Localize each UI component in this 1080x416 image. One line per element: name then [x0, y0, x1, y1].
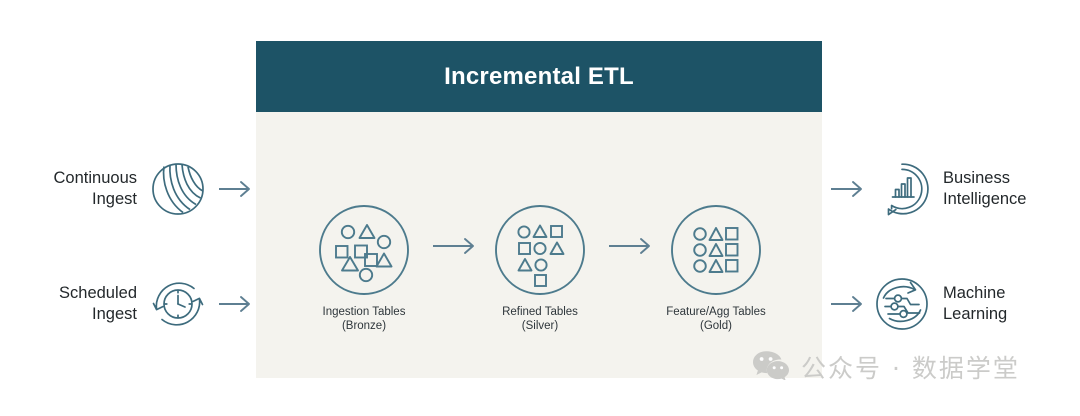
output-business-intelligence: Business Intelligence: [874, 161, 1026, 217]
stage-gold: Feature/Agg Tables (Gold): [641, 204, 791, 333]
arrow-etl-to-ml: [830, 295, 864, 318]
clock-refresh-icon: [150, 276, 206, 332]
wechat-icon: [752, 350, 790, 385]
output-label-business-intelligence: Business Intelligence: [943, 169, 1027, 208]
incremental-etl-panel: Incremental ETL Ingestion Tables (Bronze…: [256, 41, 822, 378]
arrow-etl-to-bi: [830, 180, 864, 203]
source-scheduled-ingest: Scheduled Ingest: [31, 276, 206, 332]
stage-silver: Refined Tables (Silver): [465, 204, 615, 333]
stage-label-gold: Feature/Agg Tables (Gold): [666, 306, 766, 332]
output-label-machine-learning: Machine Learning: [943, 284, 1008, 323]
source-label-continuous-ingest: Continuous Ingest: [53, 169, 137, 208]
etl-panel-header: Incremental ETL: [256, 41, 822, 112]
grid-shapes-icon: [670, 204, 762, 296]
source-continuous-ingest: Continuous Ingest: [31, 161, 206, 217]
etl-panel-title: Incremental ETL: [444, 62, 634, 90]
scattered-shapes-icon: [318, 204, 410, 296]
arrow-silver-to-gold: [608, 237, 652, 260]
stage-label-bronze: Ingestion Tables (Bronze): [322, 306, 406, 332]
watermark-text: 公众号 · 数据学堂: [801, 354, 1020, 383]
neural-network-refresh-icon: [874, 276, 930, 332]
arrow-scheduled-to-etl: [218, 295, 252, 318]
output-machine-learning: Machine Learning: [874, 276, 1007, 332]
source-label-scheduled-ingest: Scheduled Ingest: [59, 284, 137, 323]
watermark: 公众号 · 数据学堂: [752, 349, 1020, 385]
sphere-stream-icon: [150, 161, 206, 217]
stage-bronze: Ingestion Tables (Bronze): [289, 204, 439, 333]
bar-chart-speech-bubble-icon: [874, 161, 930, 217]
arrow-bronze-to-silver: [432, 237, 476, 260]
arrow-continuous-to-etl: [218, 180, 252, 203]
stage-label-silver: Refined Tables (Silver): [502, 306, 578, 332]
semi-ordered-shapes-icon: [494, 204, 586, 296]
